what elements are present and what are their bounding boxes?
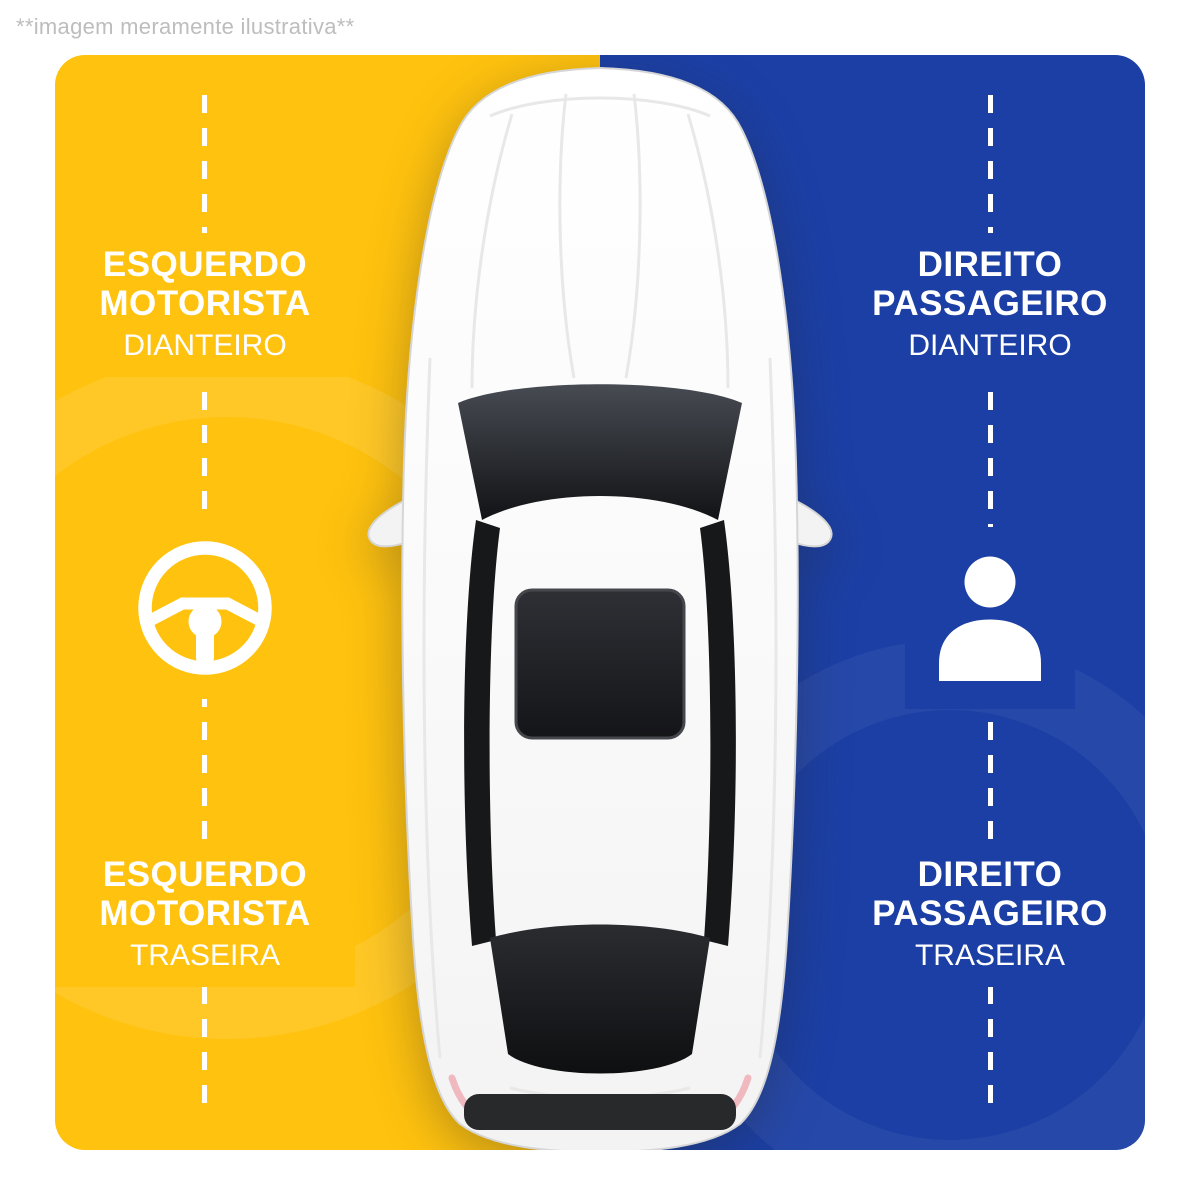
label-line: PASSAGEIRO — [872, 284, 1108, 323]
label-line: DIREITO — [917, 855, 1063, 894]
label-line: DIREITO — [917, 245, 1063, 284]
label-line: TRASEIRA — [129, 939, 281, 972]
person-icon — [905, 527, 1075, 709]
illustration-card: ESQUERDO MOTORISTA DIANTEIRO ESQUERDO MO… — [55, 55, 1145, 1150]
label-passenger-front: DIREITO PASSAGEIRO DIANTEIRO — [840, 233, 1140, 377]
label-line: MOTORISTA — [99, 284, 311, 323]
label-line: DIANTEIRO — [123, 329, 287, 362]
label-driver-front: ESQUERDO MOTORISTA DIANTEIRO — [55, 233, 355, 377]
car-top-view-image — [360, 58, 840, 1150]
steering-wheel-icon — [120, 517, 290, 699]
label-line: MOTORISTA — [99, 894, 311, 933]
label-passenger-rear: DIREITO PASSAGEIRO TRASEIRA — [840, 843, 1140, 987]
label-line: ESQUERDO — [102, 245, 308, 284]
label-line: ESQUERDO — [102, 855, 308, 894]
label-line: TRASEIRA — [914, 939, 1066, 972]
label-driver-rear: ESQUERDO MOTORISTA TRASEIRA — [55, 843, 355, 987]
label-line: PASSAGEIRO — [872, 894, 1108, 933]
label-line: DIANTEIRO — [908, 329, 1072, 362]
watermark-text: **imagem meramente ilustrativa** — [16, 14, 355, 39]
